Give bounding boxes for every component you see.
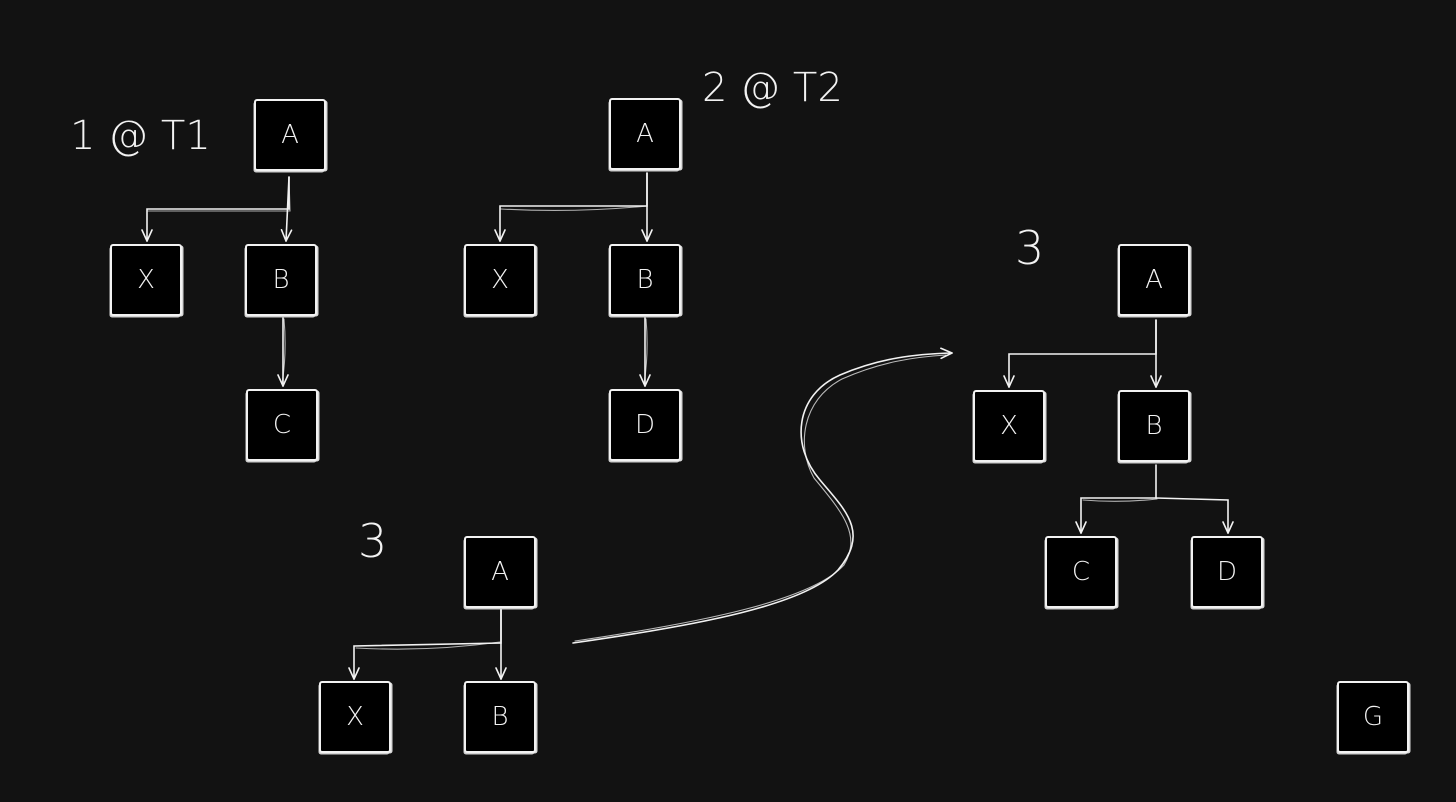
node-t1-c[interactable]: C	[246, 389, 318, 461]
node-m3-x[interactable]: X	[973, 390, 1045, 462]
edge-t2-b-d-sketch	[643, 318, 648, 385]
edge-p3-a-x-sketch	[355, 641, 501, 650]
edge-t1-a-b	[280, 176, 293, 242]
edge-t1-a-x-sketch	[147, 177, 291, 212]
edge-m3-b-c	[1075, 464, 1157, 534]
merge-arrow	[572, 347, 953, 644]
edge-t1-a-x	[141, 176, 290, 242]
node-t1-x[interactable]: X	[110, 244, 182, 316]
edge-t1-b-c-sketch	[281, 318, 286, 385]
tree-t2-edges	[494, 172, 653, 387]
node-t2-b[interactable]: B	[609, 244, 681, 316]
node-p3-x[interactable]: X	[319, 681, 391, 753]
tree-t1-edges	[141, 176, 293, 387]
edge-t2-a-x-sketch	[500, 205, 648, 211]
caption-t2: 2 @ T2	[702, 65, 843, 111]
caption-step3-left: 3	[358, 514, 388, 568]
node-m3-d[interactable]: D	[1191, 536, 1263, 608]
node-t2-a[interactable]: A	[609, 98, 681, 170]
caption-t1: 1 @ T1	[70, 113, 211, 159]
node-p3-a[interactable]: A	[464, 536, 536, 608]
merge-arrow-sketch	[574, 354, 947, 642]
node-t1-b[interactable]: B	[245, 244, 317, 316]
edge-t2-a-x	[494, 172, 648, 242]
caption-step3-right: 3	[1015, 221, 1045, 275]
edge-p3-a-x	[348, 608, 502, 680]
edge-m3-b-c-sketch	[1082, 498, 1158, 502]
node-m3-a[interactable]: A	[1118, 244, 1190, 316]
node-t1-a[interactable]: A	[254, 99, 326, 171]
merge-arrow-path	[572, 347, 953, 644]
node-t2-x[interactable]: X	[464, 244, 536, 316]
node-t2-d[interactable]: D	[609, 389, 681, 461]
node-m3-b[interactable]: B	[1118, 390, 1190, 462]
tree-step3-partial-edges	[348, 608, 507, 680]
edge-m3-a-x	[1003, 319, 1157, 388]
node-p3-b[interactable]: B	[464, 681, 536, 753]
node-orphan-g[interactable]: G	[1337, 681, 1409, 753]
tree-step3-merged-edges	[1003, 319, 1234, 534]
node-m3-c[interactable]: C	[1045, 536, 1117, 608]
edge-m3-b-d	[1155, 497, 1234, 534]
